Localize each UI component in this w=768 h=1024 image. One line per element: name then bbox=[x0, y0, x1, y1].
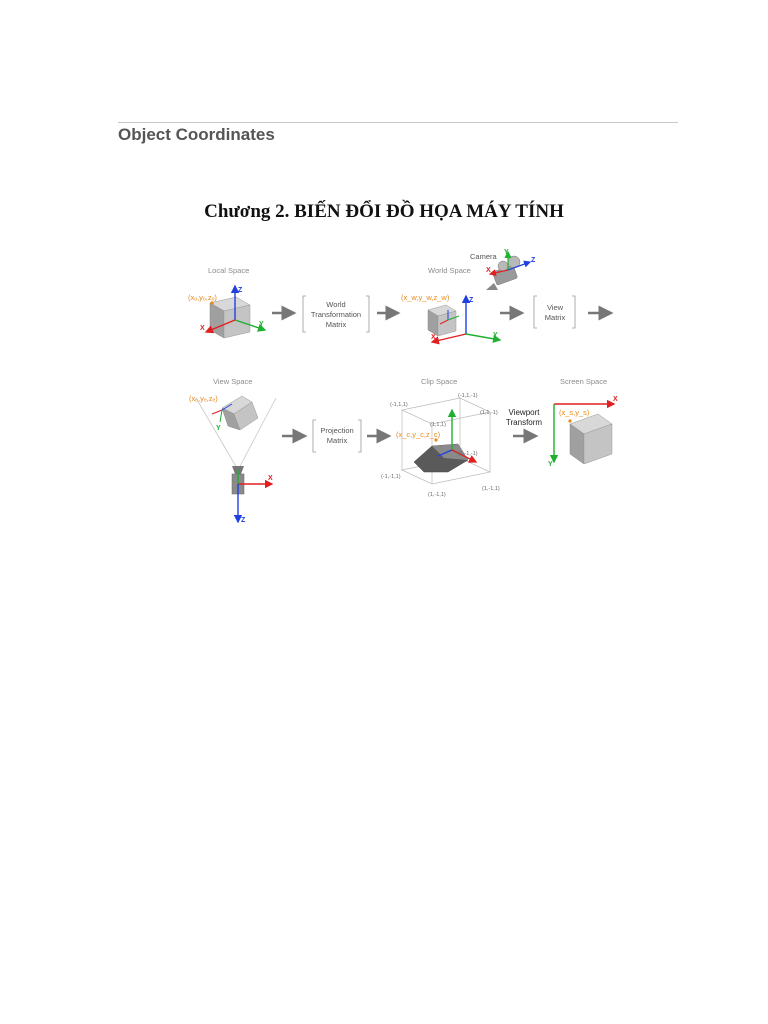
clip-corner-3: (1,1,-1) bbox=[480, 410, 498, 416]
world-matrix-line-2: Transformation bbox=[311, 310, 361, 319]
projection-matrix-line-2: Matrix bbox=[327, 436, 348, 445]
screen-x-label: X bbox=[613, 396, 618, 403]
camera-icon bbox=[486, 250, 532, 290]
world-y-label: Y bbox=[493, 332, 498, 339]
world-axes bbox=[430, 294, 502, 345]
clip-corner-8: (1,-1,1) bbox=[482, 486, 500, 492]
view-x-label: X bbox=[268, 475, 273, 482]
local-cube bbox=[209, 296, 251, 339]
section-title: Object Coordinates bbox=[118, 125, 275, 144]
clip-coord-label: (x_c,y_c,z_c) bbox=[396, 430, 441, 439]
clip-object bbox=[413, 443, 469, 473]
screen-cube bbox=[569, 413, 613, 465]
world-matrix-line-1: World bbox=[326, 300, 345, 309]
view-axes bbox=[233, 470, 274, 524]
view-small-axes bbox=[211, 403, 233, 423]
view-frustum bbox=[195, 397, 277, 471]
view-matrix-line-1: View bbox=[547, 303, 564, 312]
view-space-label: View Space bbox=[213, 377, 252, 386]
local-space-label: Local Space bbox=[208, 266, 249, 275]
clip-space-label: Clip Space bbox=[421, 377, 457, 386]
world-coord-label: (x_w,y_w,z_w) bbox=[401, 293, 450, 302]
clip-corner-6: (-1,-1,1) bbox=[381, 474, 401, 480]
clip-corner-7: (1,-1,1) bbox=[428, 492, 446, 498]
camera-y-label: Y bbox=[504, 249, 509, 256]
screen-space-label: Screen Space bbox=[560, 377, 607, 386]
camera-label: Camera bbox=[470, 252, 498, 261]
header-rule bbox=[118, 122, 678, 123]
camera-x-label: X bbox=[486, 267, 491, 274]
clip-axes bbox=[437, 408, 478, 463]
camera-z-label: Z bbox=[531, 257, 536, 264]
local-axes bbox=[204, 284, 267, 334]
world-x-label: X bbox=[431, 334, 436, 341]
local-coord-label: (xₒ,yₒ,zₒ) bbox=[188, 293, 217, 302]
local-z-label: Z bbox=[238, 287, 243, 294]
chapter-title: Chương 2. BIẾN ĐỔI ĐỒ HỌA MÁY TÍNH bbox=[204, 201, 564, 222]
view-z-label: Z bbox=[241, 517, 246, 524]
view-matrix-line-2: Matrix bbox=[545, 313, 566, 322]
clip-corner-5: (1,-1,-1) bbox=[458, 451, 478, 457]
world-z-label: Z bbox=[469, 297, 474, 304]
clip-corner-2: (-1,1,-1) bbox=[458, 393, 478, 399]
world-space-label: World Space bbox=[428, 266, 471, 275]
world-matrix-line-3: Matrix bbox=[326, 320, 347, 329]
viewport-transform-line-2: Transform bbox=[506, 418, 542, 427]
world-matrix-box bbox=[302, 295, 370, 333]
world-cube bbox=[427, 304, 457, 337]
clip-corner-4: (1,1,1) bbox=[430, 422, 446, 428]
local-y-label: Y bbox=[259, 321, 264, 328]
projection-matrix-line-1: Projection bbox=[320, 426, 353, 435]
screen-y-label: Y bbox=[548, 461, 553, 468]
view-small-y-label: Y bbox=[216, 425, 221, 432]
clip-corner-1: (-1,1,1) bbox=[390, 402, 408, 408]
projection-matrix-box bbox=[312, 419, 362, 453]
screen-coord-label: (x_s,y_s) bbox=[559, 408, 590, 417]
view-matrix-box bbox=[533, 295, 576, 329]
viewport-transform-line-1: Viewport bbox=[509, 408, 541, 417]
view-coord-label: (xₑ,yₑ,zₑ) bbox=[189, 394, 218, 403]
local-x-label: X bbox=[200, 325, 205, 332]
view-cube bbox=[221, 395, 259, 431]
screen-axes bbox=[549, 399, 616, 464]
